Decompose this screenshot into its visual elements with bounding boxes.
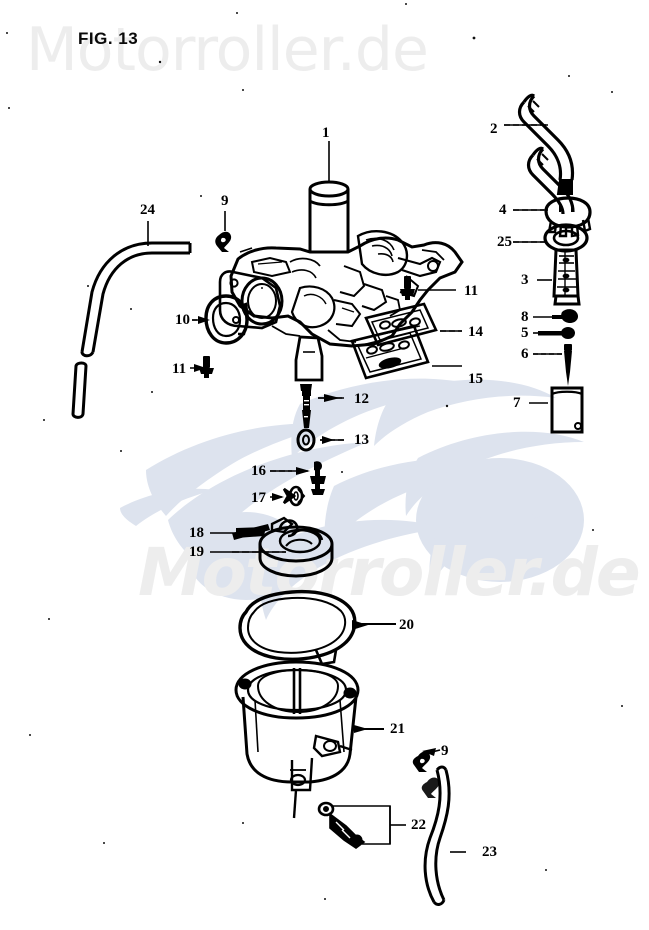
callout-11-right: 11 (464, 283, 479, 299)
figure-title: FIG. 13 (78, 29, 139, 48)
part-24-vent-hose (71, 241, 192, 419)
callout-20: 20 (399, 617, 414, 633)
callout-11-left: 11 (172, 361, 187, 377)
callout-5: 5 (521, 325, 529, 341)
leader-20-arrow (352, 620, 368, 630)
callout-1: 1 (322, 125, 330, 141)
callout-9-upper: 9 (221, 193, 229, 209)
part-10-o-ring (204, 294, 250, 345)
leader-17-arrow (272, 493, 284, 501)
leader-10-arrow (198, 316, 210, 324)
part-21-float-bowl (234, 660, 360, 819)
part-16-float-valve (310, 461, 326, 495)
leader-11b-arrow (194, 364, 206, 372)
leader-13-arrow (322, 436, 334, 444)
callout-22: 22 (411, 817, 426, 833)
leader-9b-arrow (422, 748, 436, 756)
part-17-seat-washer (282, 485, 306, 507)
part-6-needle-valve (564, 344, 572, 386)
callout-19: 19 (189, 544, 204, 560)
callout-17: 17 (251, 490, 266, 506)
watermark-top-text: Motorroller.de (26, 15, 429, 85)
callout-8: 8 (521, 309, 529, 325)
leader-22 (389, 806, 406, 844)
part-9-clip-upper (215, 231, 232, 252)
callout-23: 23 (482, 844, 497, 860)
callout-6: 6 (521, 346, 529, 362)
callout-25: 25 (497, 234, 512, 250)
part-11-screw-right (400, 276, 415, 300)
part-carburetor-body (218, 180, 464, 382)
part-19-float (258, 516, 334, 578)
part-8-screw (552, 309, 579, 323)
callout-15: 15 (468, 371, 483, 387)
leader-18-arrow (236, 527, 266, 538)
part-22-drain-screw (317, 801, 391, 849)
part-3-fuel-strainer (552, 248, 581, 306)
callout-2: 2 (490, 121, 498, 137)
part-2-fuel-hose-upper (517, 93, 575, 195)
callout-16: 16 (251, 463, 266, 479)
callout-21: 21 (390, 721, 405, 737)
callout-4: 4 (499, 202, 507, 218)
leader-21-arrow (354, 725, 368, 733)
leader-12-arrow (324, 394, 340, 402)
callout-13: 13 (354, 432, 369, 448)
part-23-drain-hose (423, 765, 451, 906)
scan-speckles (6, 3, 623, 900)
part-20-bowl-gasket (238, 589, 357, 666)
part-7-cup (550, 386, 584, 434)
leader-16-arrow (296, 467, 310, 475)
part-4-fuel-cock (526, 146, 592, 238)
callout-7: 7 (513, 395, 521, 411)
part-11-screw-left (199, 356, 214, 378)
part-13-washer (296, 428, 316, 452)
callout-24: 24 (140, 202, 155, 218)
callout-9-lower: 9 (441, 743, 449, 759)
callout-10: 10 (175, 312, 190, 328)
part-9-clip-lower (412, 751, 440, 798)
part-15-gasket-lower (350, 324, 430, 380)
callout-12: 12 (354, 391, 369, 407)
callout-14: 14 (468, 324, 483, 340)
part-5-pin (538, 327, 575, 339)
part-12-main-jet (300, 384, 312, 428)
watermark-middle-text: Motorroller.de (138, 534, 641, 611)
callout-3: 3 (521, 272, 529, 288)
callout-18: 18 (189, 525, 204, 541)
scooter-logo (120, 378, 584, 620)
